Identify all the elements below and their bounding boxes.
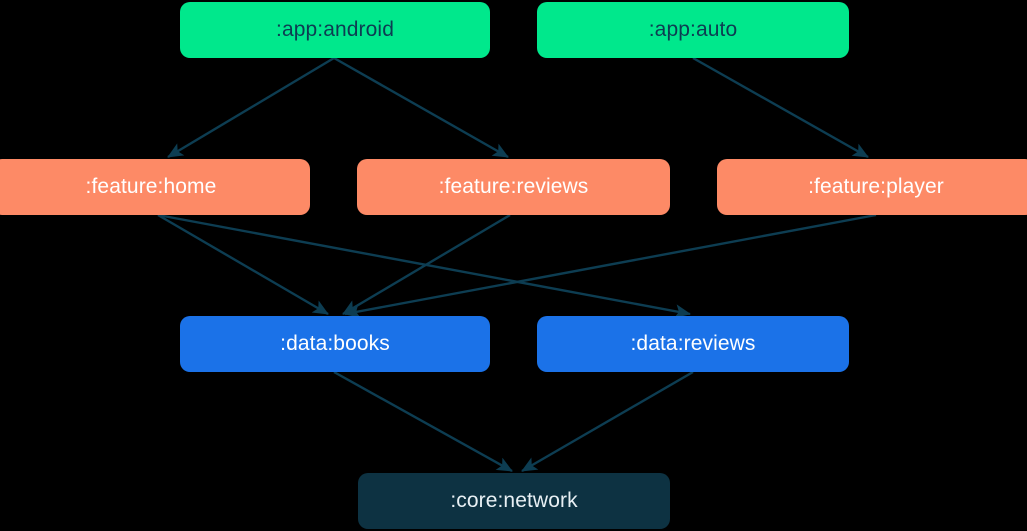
node-label-feature-reviews: :feature:reviews (438, 175, 589, 198)
node-data-books[interactable]: :data:books (180, 316, 490, 372)
node-app-android[interactable]: :app:android (180, 2, 490, 58)
node-label-feature-home: :feature:home (85, 175, 217, 198)
edge-app-android-to-feature-reviews (333, 56, 509, 159)
edge-app-auto-to-feature-player (692, 56, 869, 159)
node-app-auto[interactable]: :app:auto (537, 2, 849, 58)
node-data-reviews[interactable]: :data:reviews (537, 316, 849, 372)
node-feature-player[interactable]: :feature:player (717, 159, 1027, 215)
node-feature-reviews[interactable]: :feature:reviews (357, 159, 670, 215)
edge-feature-home-to-data-books (157, 213, 329, 316)
edge-feature-reviews-to-data-books (342, 213, 511, 316)
edge-data-books-to-core-network (333, 370, 513, 473)
edge-feature-player-to-data-books (344, 213, 877, 319)
node-label-app-auto: :app:auto (648, 18, 738, 41)
node-label-data-books: :data:books (280, 332, 390, 355)
edge-feature-home-to-data-reviews (157, 213, 691, 319)
node-label-feature-player: :feature:player (808, 175, 944, 198)
node-core-network[interactable]: :core:network (358, 473, 670, 529)
edge-data-reviews-to-core-network (521, 370, 694, 473)
node-label-core-network: :core:network (450, 489, 578, 512)
node-feature-home[interactable]: :feature:home (0, 159, 310, 215)
edge-app-android-to-feature-home (167, 56, 335, 159)
node-label-app-android: :app:android (276, 18, 394, 41)
node-label-data-reviews: :data:reviews (630, 332, 756, 355)
